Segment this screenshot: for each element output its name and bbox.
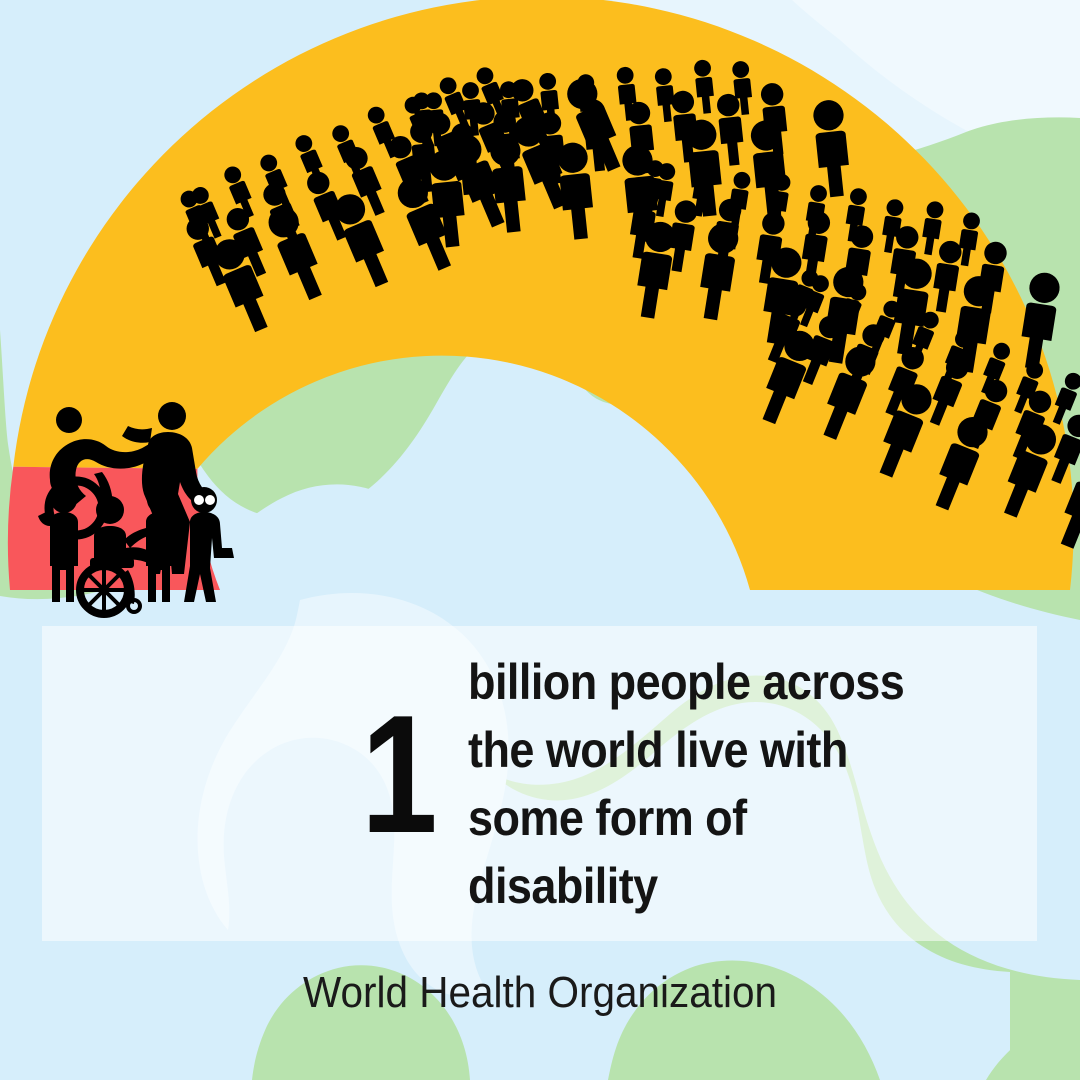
background-land-corner	[986, 1006, 1080, 1080]
disability-inclusion-icon	[38, 402, 234, 618]
statement-line-3: some form of	[468, 790, 747, 846]
gauge-slice-majority	[13, 0, 1074, 590]
headline-number: 1	[361, 680, 438, 868]
source-attribution: World Health Organization	[302, 968, 778, 1017]
crowd-of-people-icon	[405, 43, 854, 265]
statement-line-2: the world live with	[468, 722, 848, 778]
statement-panel	[42, 626, 1037, 941]
statement-line-1: billion people across	[468, 654, 905, 710]
statement-text: billion people across the world live wit…	[468, 648, 972, 920]
statement-line-4: disability	[468, 858, 658, 914]
